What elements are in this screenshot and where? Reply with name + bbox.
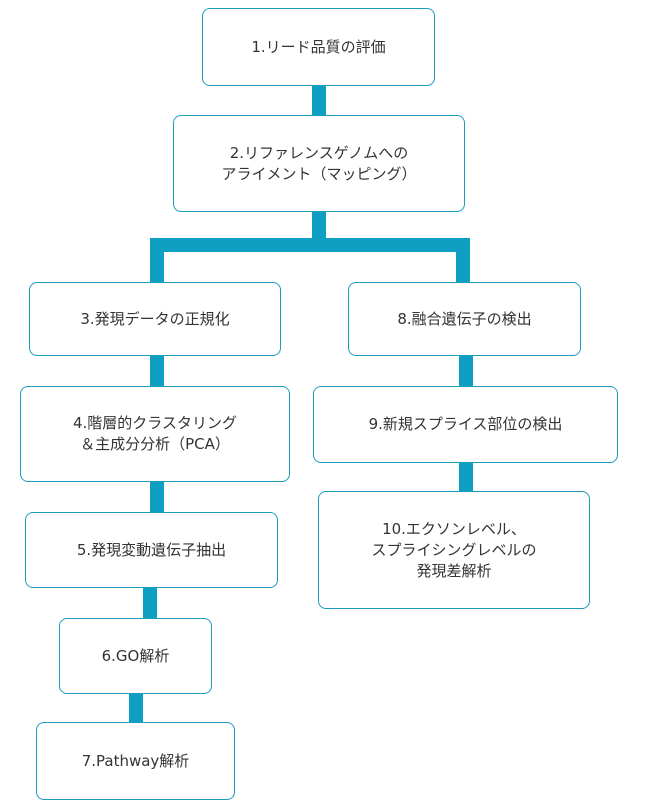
step-4-label: 4.階層的クラスタリング＆主成分分析（PCA） [72, 414, 237, 453]
connector-5-6 [143, 587, 157, 620]
step-8-box: 8.融合遺伝子の検出 [348, 282, 581, 356]
connector-8-9 [459, 355, 473, 388]
step-7-label: 7.Pathway解析 [81, 751, 190, 770]
step-10-label: 10.エクソンレベル、スプライシングレベルの発現差解析 [371, 519, 537, 580]
step-9-box: 9.新規スプライス部位の検出 [313, 386, 618, 463]
connector-3-4 [150, 355, 164, 388]
connector-4-5 [150, 481, 164, 514]
step-3-label: 3.発現データの正規化 [80, 309, 230, 328]
connector-branch-bar [150, 238, 470, 252]
connector-6-7 [129, 693, 143, 724]
step-1-label: 1.リード品質の評価 [251, 37, 386, 56]
step-6-box: 6.GO解析 [59, 618, 212, 694]
step-7-box: 7.Pathway解析 [36, 722, 235, 800]
step-2-box: 2.リファレンスゲノムへのアライメント（マッピング） [173, 115, 465, 212]
connector-2-split [312, 211, 326, 245]
step-3-box: 3.発現データの正規化 [29, 282, 281, 356]
step-9-label: 9.新規スプライス部位の検出 [368, 415, 563, 433]
connector-2-3 [150, 238, 164, 283]
step-5-box: 5.発現変動遺伝子抽出 [25, 512, 278, 588]
step-4-box: 4.階層的クラスタリング＆主成分分析（PCA） [20, 386, 290, 482]
step-6-label: 6.GO解析 [101, 646, 170, 665]
step-5-label: 5.発現変動遺伝子抽出 [76, 540, 227, 559]
connector-1-2 [312, 85, 326, 117]
step-2-label: 2.リファレンスゲノムへのアライメント（マッピング） [221, 143, 417, 183]
step-8-label: 8.融合遺伝子の検出 [397, 309, 532, 328]
connector-9-10 [459, 462, 473, 493]
step-1-box: 1.リード品質の評価 [202, 8, 435, 86]
step-10-box: 10.エクソンレベル、スプライシングレベルの発現差解析 [318, 491, 590, 609]
connector-2-8 [456, 238, 470, 283]
